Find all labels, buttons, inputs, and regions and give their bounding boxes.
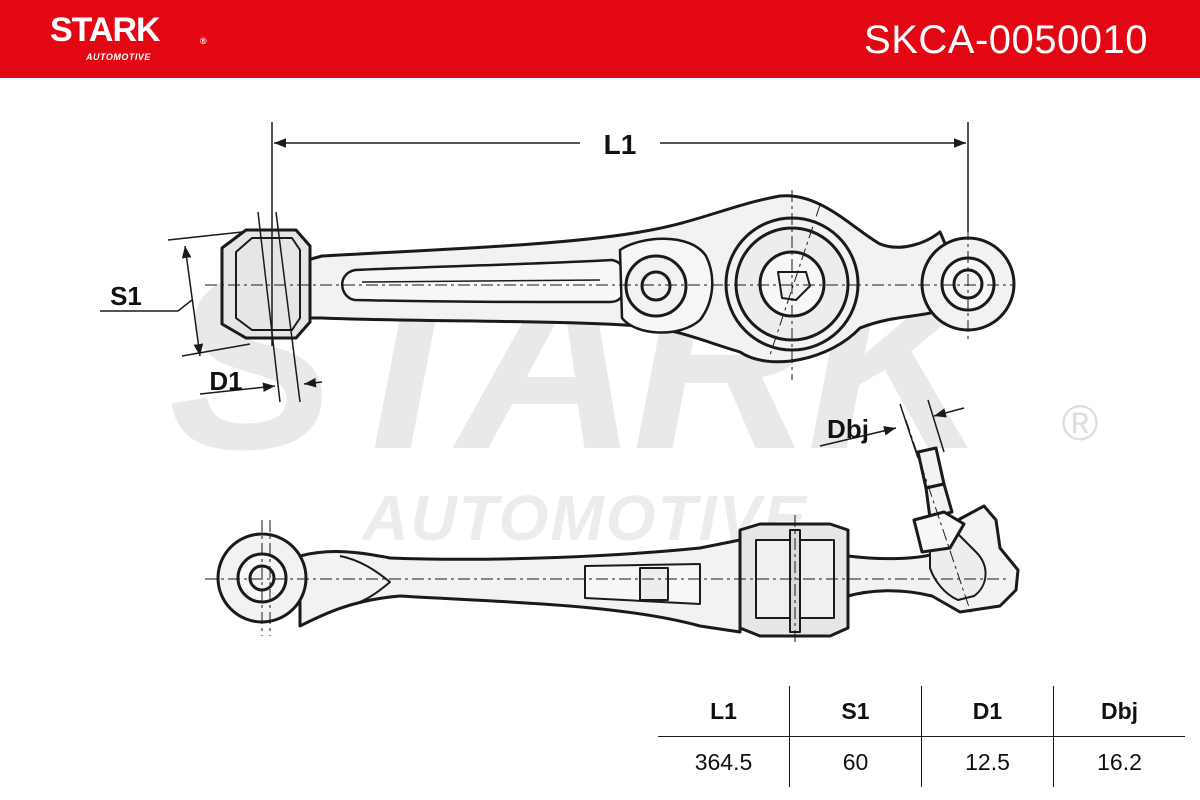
logo-brand: STARK [50, 11, 161, 49]
spec-value-l1: 364.5 [658, 736, 790, 787]
logo-registered-mark: ® [200, 36, 207, 46]
dimension-l1-label: L1 [604, 129, 637, 160]
spec-value-d1: 12.5 [921, 736, 1054, 787]
dimension-dbj [819, 399, 965, 459]
technical-drawing: STARK AUTOMOTIVE ® [100, 122, 1099, 642]
dimension-d1 [199, 211, 323, 403]
spec-table-value-row: 364.5 60 12.5 16.2 [658, 736, 1185, 787]
dimension-s1 [100, 231, 251, 357]
dimension-d1-label: D1 [209, 366, 242, 396]
watermark-reg: ® [1062, 395, 1099, 451]
arm-top-view [220, 194, 1016, 364]
dimension-dbj-label: Dbj [827, 414, 869, 444]
stark-logo: STARK ® AUTOMOTIVE [50, 10, 210, 66]
spec-value-dbj: 16.2 [1053, 736, 1185, 787]
header-bar: STARK ® AUTOMOTIVE SKCA-0050010 [0, 0, 1200, 78]
spec-value-s1: 60 [789, 736, 922, 787]
dimension-l1 [271, 122, 969, 346]
part-number: SKCA-0050010 [864, 18, 1148, 62]
spec-table: L1 S1 D1 Dbj 364.5 60 12.5 16.2 [656, 684, 1187, 789]
spec-header-dbj: Dbj [1053, 686, 1185, 737]
spec-header-d1: D1 [921, 686, 1054, 737]
spec-header-s1: S1 [789, 686, 922, 737]
logo-subtitle: AUTOMOTIVE [86, 52, 151, 62]
dimension-s1-label: S1 [110, 281, 142, 311]
spec-table-header-row: L1 S1 D1 Dbj [658, 686, 1185, 737]
spec-header-l1: L1 [658, 686, 790, 737]
centerlines-top [205, 190, 1015, 380]
